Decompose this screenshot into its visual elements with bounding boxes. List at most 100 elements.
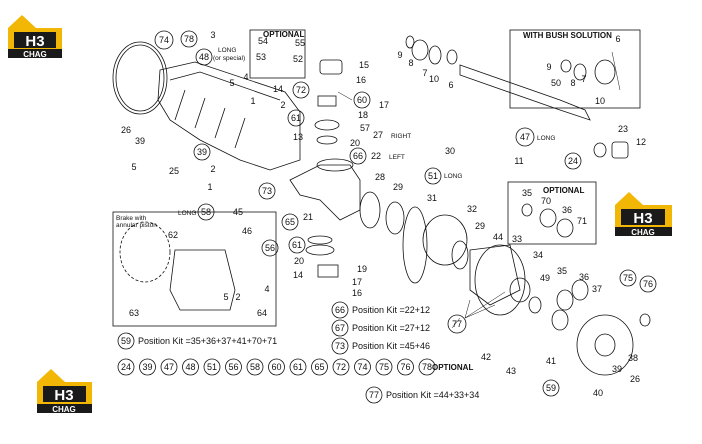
num-2c: 2	[235, 292, 240, 302]
optional-row-circle	[418, 358, 436, 376]
num-49: 49	[540, 273, 550, 283]
num-41: 41	[546, 356, 556, 366]
label-77: 77	[452, 319, 462, 329]
num-35: 35	[557, 266, 567, 276]
leader-77-c	[464, 304, 496, 319]
circle-48	[195, 48, 213, 66]
label-48: 48	[199, 52, 209, 62]
circle-78	[180, 30, 198, 48]
circle-65	[281, 213, 299, 231]
label-61b: 61	[292, 240, 302, 250]
label-76: 76	[643, 279, 653, 289]
num-23: 23	[618, 124, 628, 134]
logo-top-left: H3 CHAG	[8, 15, 62, 59]
num-40: 40	[593, 388, 603, 398]
label-24: 24	[568, 156, 578, 166]
axle-housing	[157, 61, 301, 171]
num-8: 8	[408, 58, 413, 68]
num-19: 19	[357, 264, 367, 274]
housing-rib	[169, 71, 281, 101]
circle-kit-77	[365, 386, 383, 404]
kit-text-5: Position Kit =44+33+34	[386, 390, 479, 400]
num-11: 11	[514, 156, 523, 166]
optional-row-number: 24	[121, 362, 131, 372]
label-39: 39	[197, 147, 207, 157]
label-right: RIGHT	[391, 133, 411, 140]
num-36b: 36	[562, 205, 572, 215]
optional-row-circle	[182, 358, 199, 376]
bush-ring-7	[573, 63, 587, 81]
num-37: 37	[592, 284, 602, 294]
label-brake-1: Brake with	[116, 215, 147, 222]
seal-28	[359, 191, 381, 229]
ring-6	[446, 49, 458, 65]
num-64: 64	[257, 308, 267, 318]
num-39b: 39	[612, 364, 622, 374]
label-60: 60	[357, 95, 367, 105]
num-12: 12	[636, 137, 646, 147]
ring-seal-74-inner	[115, 44, 165, 112]
num-55: 55	[295, 38, 305, 48]
circle-61b	[288, 236, 306, 254]
plug-75	[639, 313, 651, 327]
num-20b: 20	[294, 256, 304, 266]
optional-row-label: OPTIONAL	[432, 363, 473, 372]
ring-8	[411, 39, 429, 61]
num-17: 17	[379, 100, 389, 110]
num-54: 54	[258, 36, 268, 46]
label-74: 74	[159, 35, 169, 45]
num-4: 4	[243, 72, 248, 82]
logo-text-h3-right: H3	[633, 210, 652, 227]
kit-text-2: Position Kit =27+12	[352, 323, 430, 333]
bush-bearing	[594, 59, 616, 85]
num-14: 14	[273, 84, 283, 94]
optional-row-circle	[311, 358, 328, 376]
washer-20	[316, 135, 338, 145]
label-78: 78	[184, 34, 194, 44]
circle-75	[619, 269, 637, 287]
leader-6	[611, 51, 621, 91]
circle-76	[639, 275, 657, 293]
optional-row-circle	[375, 358, 393, 376]
num-17b: 17	[352, 277, 362, 287]
optional-row-number: 72	[336, 362, 346, 372]
num-33: 33	[512, 234, 522, 244]
num-45: 45	[233, 207, 243, 217]
optional-row-circle	[203, 358, 221, 376]
num-34: 34	[533, 250, 543, 260]
ring-seal-74	[112, 41, 168, 115]
circle-39	[193, 143, 211, 161]
num-16: 16	[356, 75, 366, 85]
optional-row-number: 47	[164, 362, 174, 372]
num-53: 53	[256, 52, 266, 62]
optional-row-number: 39	[142, 362, 152, 372]
num-39: 39	[135, 136, 145, 146]
logo-bottom-left: H3 CHAG	[37, 369, 92, 414]
num-7: 7	[422, 68, 427, 78]
circle-24	[564, 152, 582, 170]
circle-77	[447, 314, 467, 334]
washer-57	[314, 119, 340, 131]
num-1b: 1	[207, 182, 212, 192]
num-18: 18	[358, 110, 368, 120]
num-30: 30	[445, 146, 455, 156]
num-32: 32	[467, 204, 477, 214]
planet-gear-b	[571, 279, 589, 301]
circle-60	[353, 91, 371, 109]
leader-77-a	[464, 291, 506, 319]
optional-row-circle	[289, 358, 307, 376]
brake-housing	[169, 249, 236, 311]
bush-ring-8	[560, 59, 572, 73]
steering-knuckle	[289, 164, 361, 221]
num-13: 13	[293, 132, 303, 142]
num-2a: 2	[280, 100, 285, 110]
optional-box-mid	[507, 181, 597, 245]
leader-77	[451, 317, 461, 329]
circle-kit-73	[331, 337, 349, 355]
circle-kit-66	[331, 301, 349, 319]
circle-58	[197, 203, 215, 221]
label-47: 47	[520, 132, 530, 142]
circle-kit-59	[117, 332, 135, 350]
optional-row-number: 75	[379, 362, 389, 372]
circle-kit-67	[331, 319, 349, 337]
